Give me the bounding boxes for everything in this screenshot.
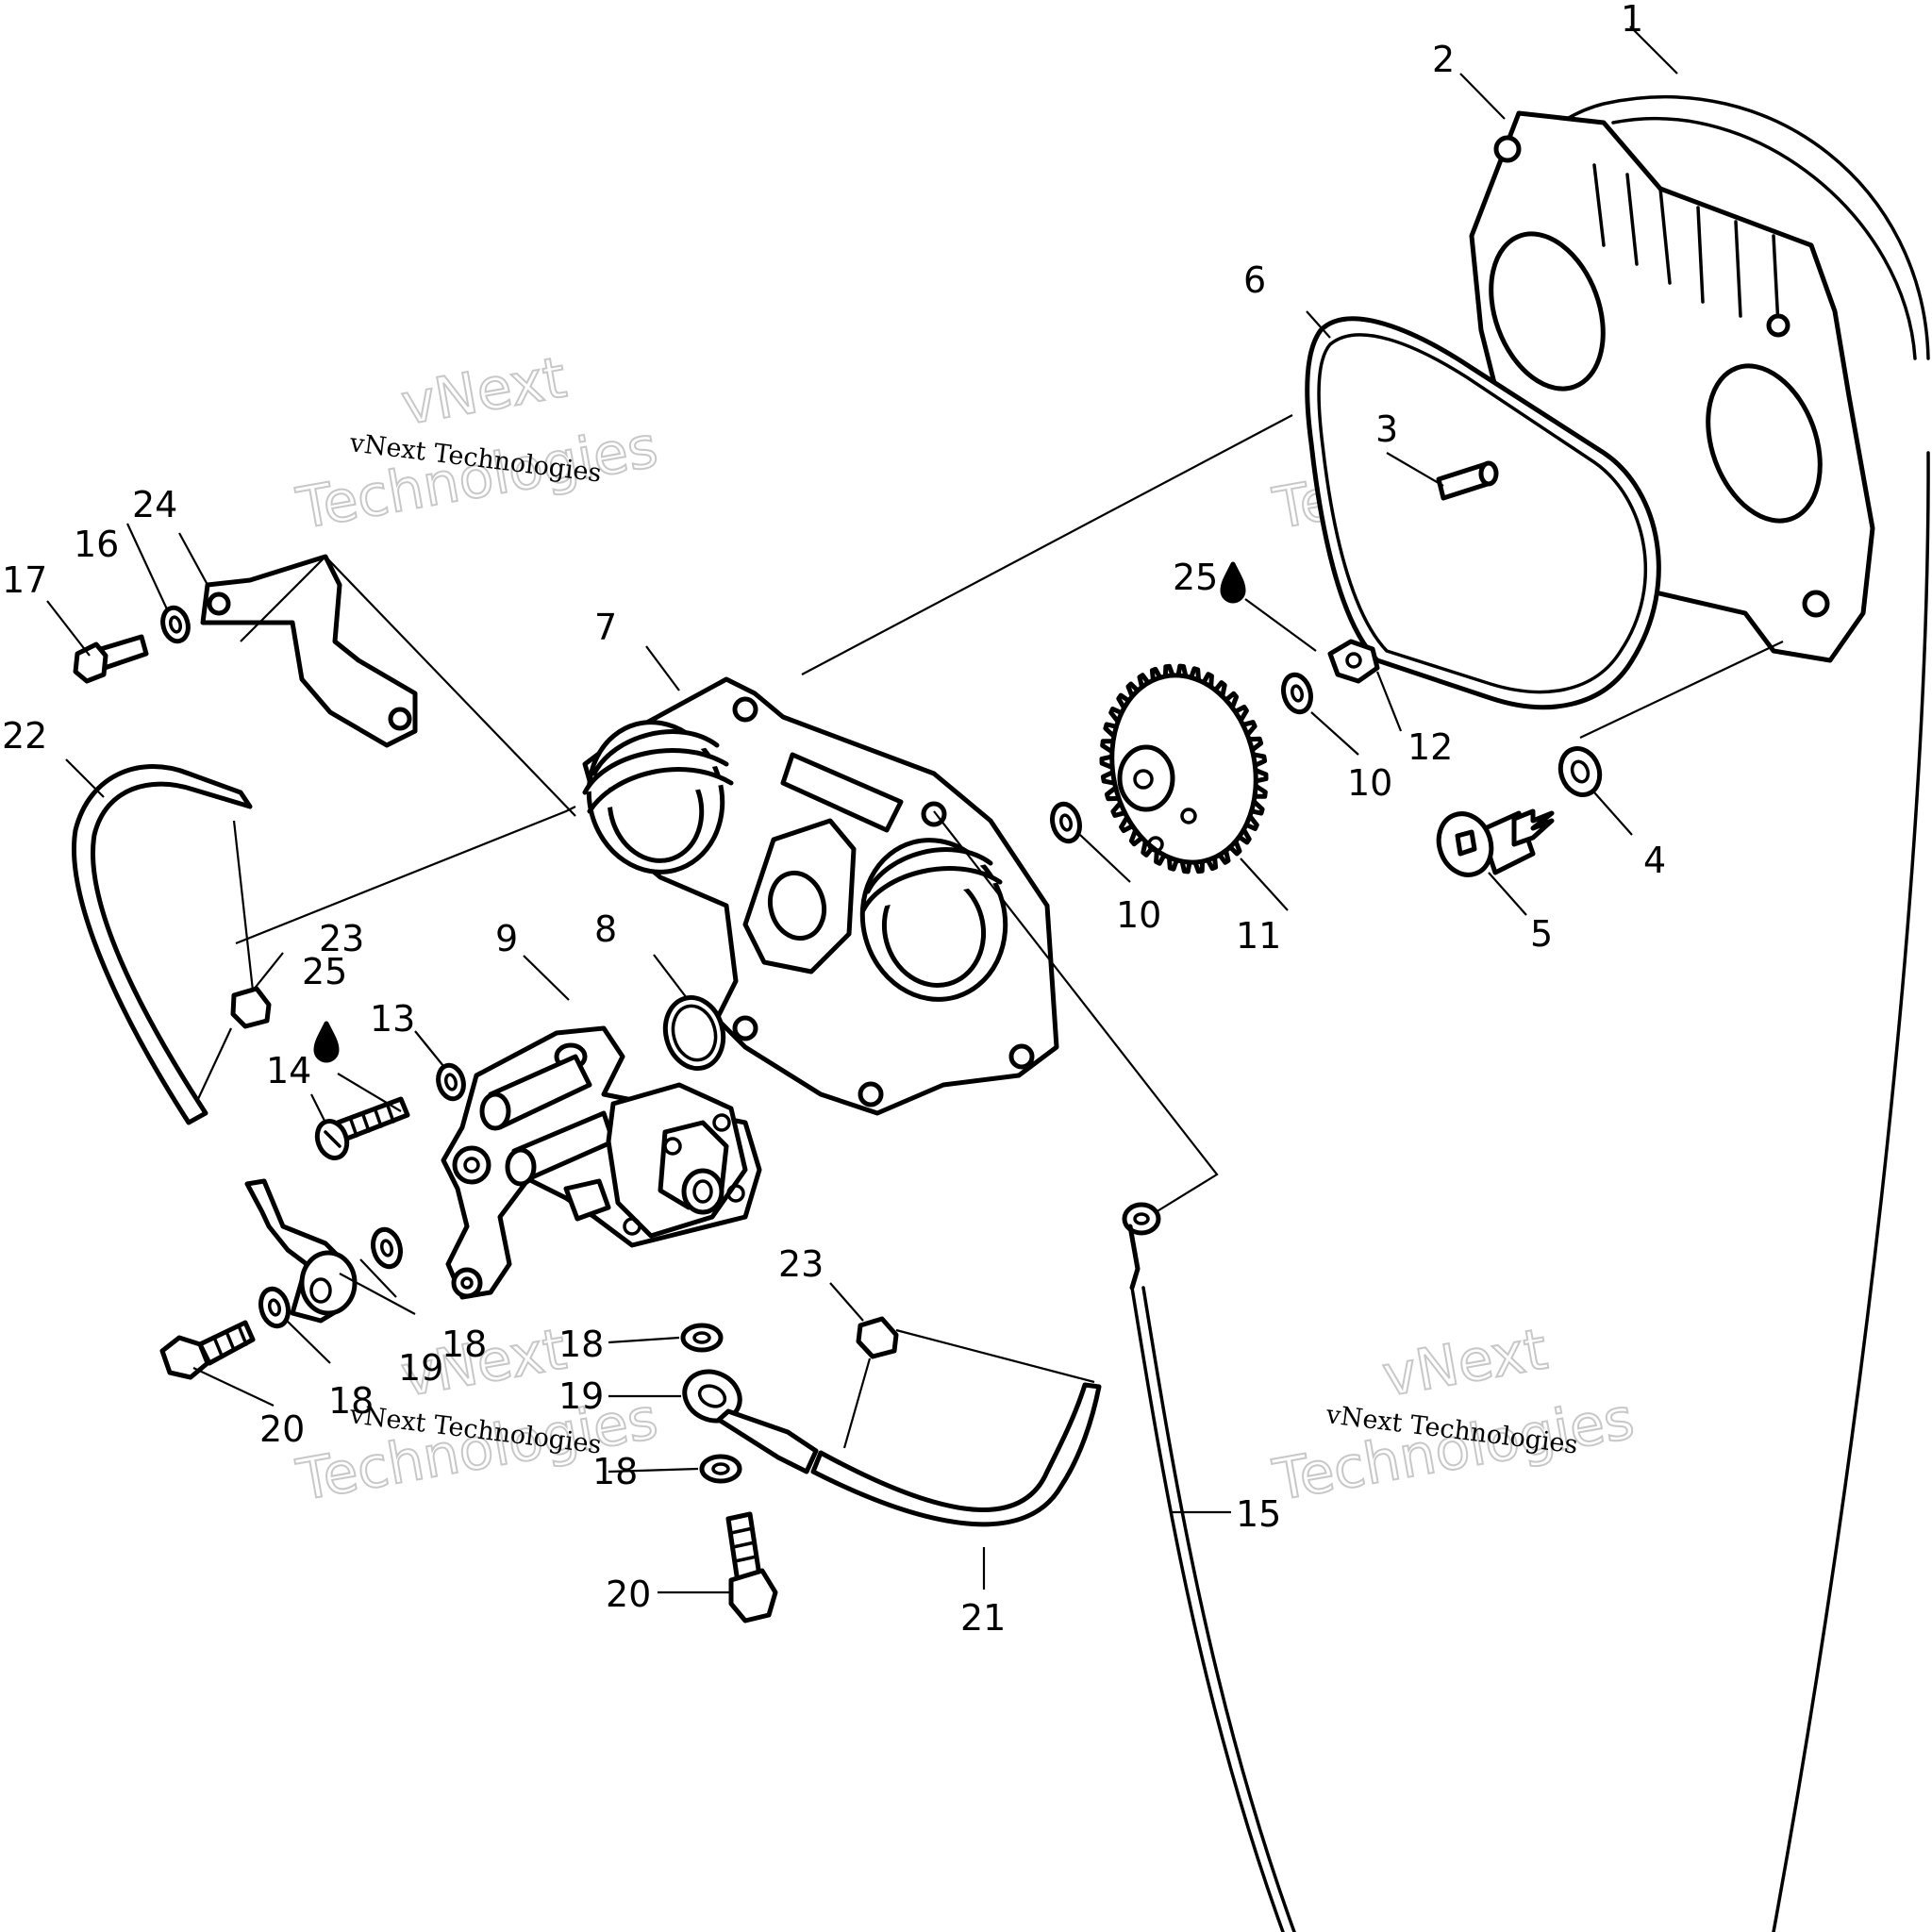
- callout-14: 14: [266, 1050, 311, 1091]
- callout-7: 7: [594, 607, 617, 648]
- callout-23-lower: 23: [778, 1243, 824, 1285]
- callout-10-lower: 10: [1116, 894, 1161, 936]
- small-o-ring: [662, 994, 726, 1072]
- pump-body: [582, 676, 1059, 1116]
- callout-2: 2: [1432, 39, 1455, 80]
- callout-15: 15: [1236, 1493, 1281, 1535]
- callout-4: 4: [1643, 840, 1666, 881]
- callout-18-c: 18: [558, 1324, 604, 1365]
- watermark-word: Technologies: [291, 414, 662, 542]
- callout-18-b: 18: [328, 1380, 374, 1422]
- flat-washer-13: [436, 1062, 466, 1102]
- pump-drive-gear: [1099, 663, 1269, 874]
- callout-3: 3: [1375, 408, 1398, 450]
- callout-11: 11: [1236, 915, 1281, 957]
- ground-cable: [1122, 1202, 1296, 1932]
- mounting-bracket: [200, 554, 418, 748]
- socket-head-screw: [1436, 808, 1555, 877]
- oil-pump-assembly: [441, 1025, 762, 1300]
- hex-bolt-17: [73, 634, 149, 684]
- flat-washer-18: [680, 1323, 724, 1353]
- callout-25-lower: 25: [302, 951, 347, 992]
- watermark-brand: vNext: [396, 344, 571, 438]
- callout-16: 16: [74, 524, 119, 565]
- o-ring-gasket: [1305, 316, 1661, 710]
- callout-17: 17: [2, 559, 47, 601]
- oil-drop-icon: [313, 1021, 340, 1063]
- banjo-fitting-left: [244, 1178, 358, 1324]
- callout-22: 22: [2, 715, 47, 757]
- callout-9: 9: [495, 918, 518, 959]
- watermark-bottom-right: vNext Technologies vNext Technologies: [1267, 1315, 1640, 1515]
- lock-washer: [1557, 746, 1603, 797]
- oil-drop-icon: [1220, 561, 1246, 604]
- callout-21: 21: [960, 1597, 1006, 1639]
- callout-12: 12: [1407, 726, 1453, 768]
- o-ring-gasket-inner: [1317, 333, 1648, 694]
- dowel-pin-end: [1478, 460, 1499, 487]
- oil-hose-lower: [810, 1382, 1102, 1527]
- flat-washer-lower: [1050, 801, 1082, 844]
- callout-8: 8: [594, 908, 617, 950]
- leader-lines: [46, 25, 1784, 1594]
- callout-19-lower: 19: [558, 1375, 604, 1417]
- watermark-brand: vNext: [1377, 1316, 1552, 1409]
- banjo-bolt-lower: [725, 1511, 778, 1624]
- adjusting-screw: [314, 1096, 410, 1160]
- flat-washer-18: [258, 1286, 291, 1329]
- callout-25-upper: 25: [1173, 557, 1218, 598]
- watermark-word: Technologies: [1268, 1386, 1639, 1514]
- callout-24: 24: [132, 484, 177, 525]
- callout-20-left: 20: [259, 1408, 305, 1450]
- banjo-bolt-left: [159, 1320, 256, 1380]
- callout-19-left: 19: [398, 1347, 443, 1389]
- hose-clamp-lower: [856, 1316, 899, 1359]
- callout-10-upper: 10: [1347, 762, 1392, 804]
- callout-1: 1: [1621, 0, 1643, 40]
- callout-labels: 1 2 3 4 5 6 7 8 9 10 10 11 12 13 14 15 1…: [2, 0, 1666, 1639]
- callout-5: 5: [1530, 913, 1553, 955]
- callout-18-a: 18: [441, 1324, 487, 1365]
- oil-hose-upper: [72, 764, 253, 1125]
- callout-20-lower: 20: [606, 1574, 651, 1615]
- hose-clamp-upper: [230, 986, 272, 1029]
- hex-nut: [1327, 639, 1380, 684]
- flat-washer-18: [371, 1226, 403, 1270]
- flat-washer-upper: [1281, 672, 1313, 715]
- watermark-top-left: vNext Technologies vNext Technologies: [291, 343, 663, 543]
- callout-13: 13: [370, 998, 415, 1040]
- crankcase-housing-inner: [1611, 116, 1917, 360]
- callout-6: 6: [1243, 259, 1266, 301]
- banjo-fitting-lower: [682, 1369, 819, 1474]
- flat-washer-16: [160, 605, 191, 644]
- callout-23-upper: 23: [319, 918, 364, 959]
- flat-washer-18: [699, 1454, 742, 1484]
- callout-18-d: 18: [592, 1451, 638, 1492]
